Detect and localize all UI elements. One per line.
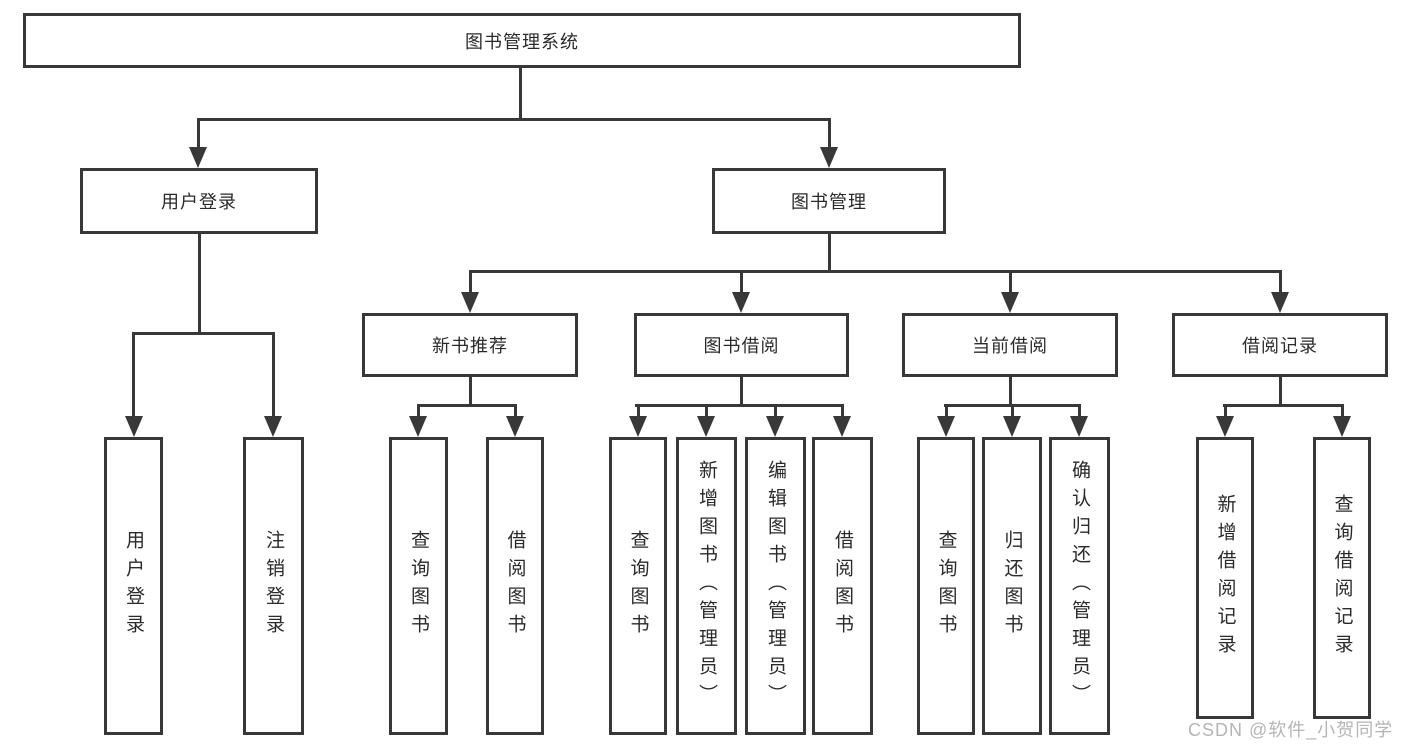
leaf-query-borrow-record: 查询借阅记录 bbox=[1313, 437, 1371, 719]
leaf-borrow-books-recommend: 借阅图书 bbox=[486, 437, 544, 735]
edge-line bbox=[841, 404, 844, 418]
edge-line bbox=[637, 404, 640, 418]
edge-arrowhead bbox=[937, 416, 955, 437]
edge-line bbox=[469, 270, 1282, 273]
edge-line bbox=[1279, 377, 1282, 407]
edge-line bbox=[1224, 404, 1227, 418]
edge-arrowhead bbox=[1216, 416, 1234, 437]
edge-arrowhead bbox=[1001, 292, 1019, 313]
edge-arrowhead bbox=[833, 416, 851, 437]
node-book-borrowing: 图书借阅 bbox=[634, 313, 849, 377]
edge-arrowhead bbox=[189, 147, 207, 168]
edge-arrowhead bbox=[125, 416, 143, 437]
leaf-return-books: 归还图书 bbox=[982, 437, 1042, 735]
edge-arrowhead bbox=[461, 292, 479, 313]
edge-line bbox=[1011, 404, 1014, 418]
edge-arrowhead bbox=[1070, 416, 1088, 437]
edge-line bbox=[272, 332, 275, 417]
edge-arrowhead bbox=[629, 416, 647, 437]
edge-arrowhead bbox=[820, 147, 838, 168]
leaf-borrow-books: 借阅图书 bbox=[812, 437, 873, 735]
edge-line bbox=[945, 404, 948, 418]
edge-line bbox=[705, 404, 708, 418]
watermark: CSDN @软件_小贺同学 bbox=[1188, 720, 1394, 740]
edge-arrowhead bbox=[732, 292, 750, 313]
edge-line bbox=[1009, 377, 1012, 407]
edge-line bbox=[132, 332, 135, 417]
edge-line bbox=[417, 404, 420, 418]
edge-line bbox=[1009, 270, 1012, 294]
edge-arrowhead bbox=[697, 416, 715, 437]
node-user-login: 用户登录 bbox=[80, 168, 318, 234]
node-book-management: 图书管理 bbox=[712, 168, 946, 234]
leaf-query-books-current: 查询图书 bbox=[917, 437, 975, 735]
edge-line bbox=[469, 270, 472, 294]
edge-line bbox=[1279, 270, 1282, 294]
edge-arrowhead bbox=[1333, 416, 1351, 437]
edge-line bbox=[417, 404, 517, 407]
leaf-confirm-return-admin: 确认归还（管理员） bbox=[1049, 437, 1110, 735]
leaf-query-books-recommend: 查询图书 bbox=[389, 437, 448, 735]
leaf-query-books-borrowing: 查询图书 bbox=[609, 437, 667, 735]
edge-arrowhead bbox=[409, 416, 427, 437]
edge-line bbox=[828, 118, 831, 148]
edge-line bbox=[1078, 404, 1081, 418]
leaf-edit-books-admin: 编辑图书（管理员） bbox=[745, 437, 806, 735]
leaf-user-login: 用户登录 bbox=[104, 437, 163, 735]
edge-line bbox=[197, 118, 200, 148]
edge-line bbox=[740, 377, 743, 407]
leaf-add-borrow-record: 新增借阅记录 bbox=[1196, 437, 1254, 719]
edge-line bbox=[197, 118, 831, 121]
edge-arrowhead bbox=[1271, 292, 1289, 313]
edge-arrowhead bbox=[766, 416, 784, 437]
edge-line bbox=[828, 234, 831, 273]
edge-line bbox=[469, 377, 472, 407]
edge-line bbox=[1223, 404, 1344, 407]
edge-arrowhead bbox=[1003, 416, 1021, 437]
edge-line bbox=[514, 404, 517, 418]
edge-line bbox=[132, 332, 275, 335]
node-library-management-system: 图书管理系统 bbox=[23, 13, 1021, 68]
edge-line bbox=[774, 404, 777, 418]
edge-line bbox=[635, 404, 844, 407]
edge-line bbox=[198, 234, 201, 335]
leaf-add-books-admin: 新增图书（管理员） bbox=[676, 437, 737, 735]
edge-arrowhead bbox=[506, 416, 524, 437]
node-current-borrowing: 当前借阅 bbox=[902, 313, 1118, 377]
edge-line bbox=[519, 68, 522, 120]
node-borrowing-records: 借阅记录 bbox=[1172, 313, 1388, 377]
edge-line bbox=[740, 270, 743, 294]
node-new-book-recommend: 新书推荐 bbox=[362, 313, 578, 377]
leaf-logout: 注销登录 bbox=[243, 437, 304, 735]
edge-arrowhead bbox=[264, 416, 282, 437]
edge-line bbox=[1341, 404, 1344, 418]
